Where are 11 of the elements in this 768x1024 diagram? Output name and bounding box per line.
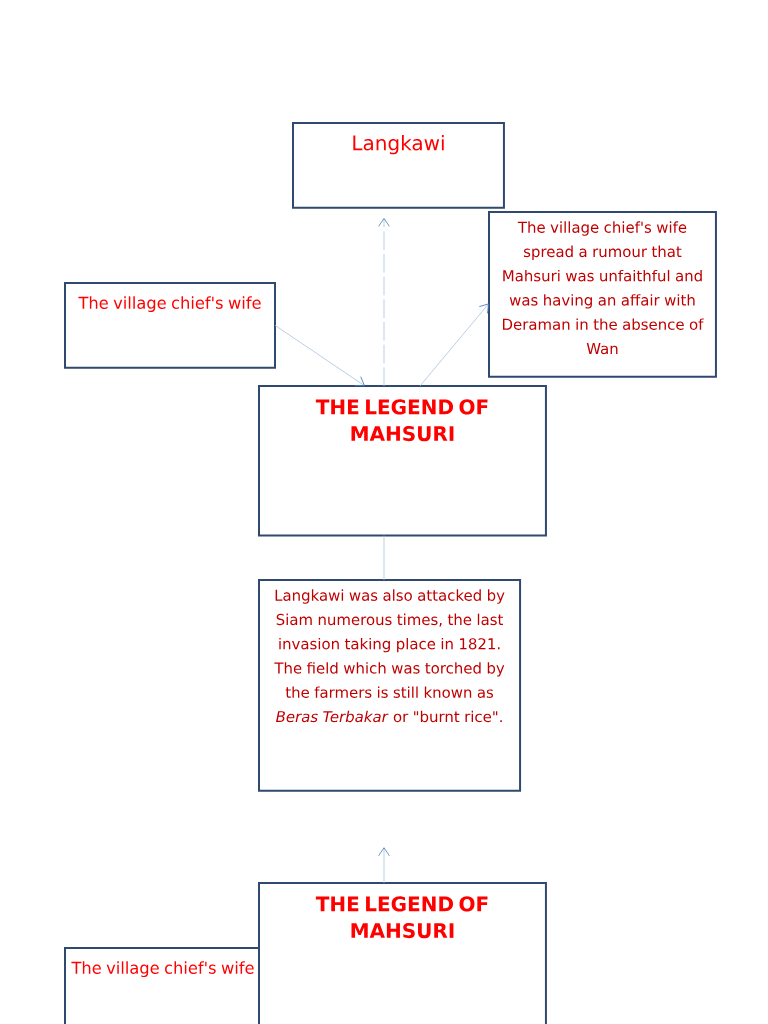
text-box: Langkawi was also attacked by Siam numerous times, the last invasion taking place in 1821. The field which was torched by the farmers is still known as Beras Terbakar or "burnt rice". — [258, 579, 522, 792]
text-box: The village chief's wife — [64, 282, 276, 369]
arrow — [378, 218, 390, 387]
text-box: The village chief's wife spread a rumour that Mahsuri was unfaithful and was having an affair with Deraman in the absence of Wan — [488, 211, 717, 378]
text-box: The village chief's wife — [64, 947, 262, 1024]
arrow — [419, 303, 489, 387]
text-box: THE LEGEND OF MAHSURI — [258, 882, 547, 1024]
text-box: Langkawi — [292, 122, 505, 209]
arrow — [378, 847, 390, 884]
arrow — [274, 324, 365, 386]
text-box: THE LEGEND OF MAHSURI — [258, 385, 547, 537]
